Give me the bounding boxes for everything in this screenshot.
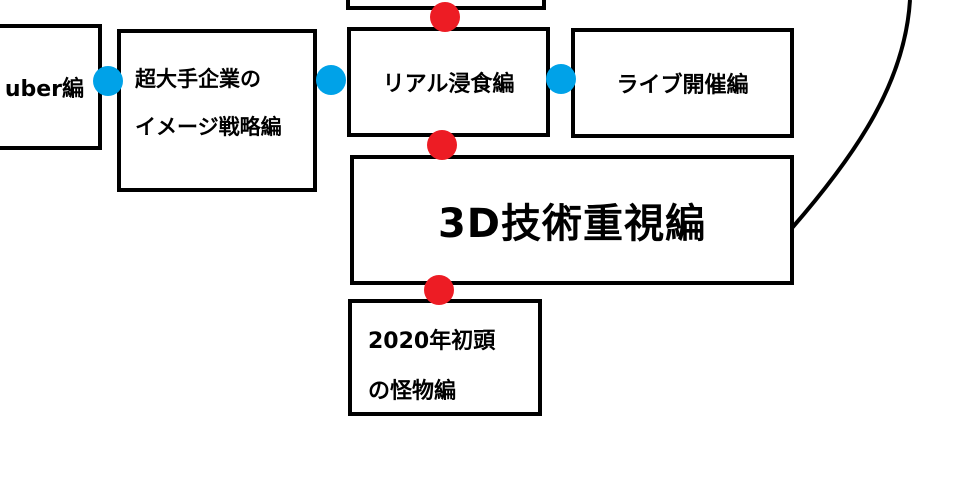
node-corporate-label-line-1: 超大手企業の <box>135 67 261 91</box>
node-corporate-image-strategy: 超大手企業の イメージ戦略編 <box>117 29 317 192</box>
connector-dot-blue-2 <box>316 65 346 95</box>
connector-dot-red-top <box>430 2 460 32</box>
node-3d-technology: 3D技術重視編 <box>350 155 794 285</box>
connector-dot-blue-1 <box>93 66 123 96</box>
node-real-erosion-label: リアル浸食編 <box>382 72 515 97</box>
node-2020-label-line-1: 2020年初頭 <box>368 329 496 354</box>
node-live-event: ライブ開催編 <box>571 28 794 138</box>
node-real-erosion: リアル浸食編 <box>347 27 550 137</box>
node-vtuber: uber編 <box>0 24 102 150</box>
connector-dot-red-bottom <box>424 275 454 305</box>
node-corporate-label-line-2: イメージ戦略編 <box>135 115 282 139</box>
node-2020-label-line-2: の怪物編 <box>368 379 457 404</box>
connector-dot-blue-3 <box>546 64 576 94</box>
node-2020-monster: 2020年初頭 の怪物編 <box>348 299 542 416</box>
curved-connector <box>790 0 912 230</box>
node-3d-technology-label: 3D技術重視編 <box>437 201 707 247</box>
node-vtuber-label: uber編 <box>4 77 84 102</box>
node-live-event-label: ライブ開催編 <box>616 73 749 98</box>
connector-dot-red-middle <box>427 130 457 160</box>
